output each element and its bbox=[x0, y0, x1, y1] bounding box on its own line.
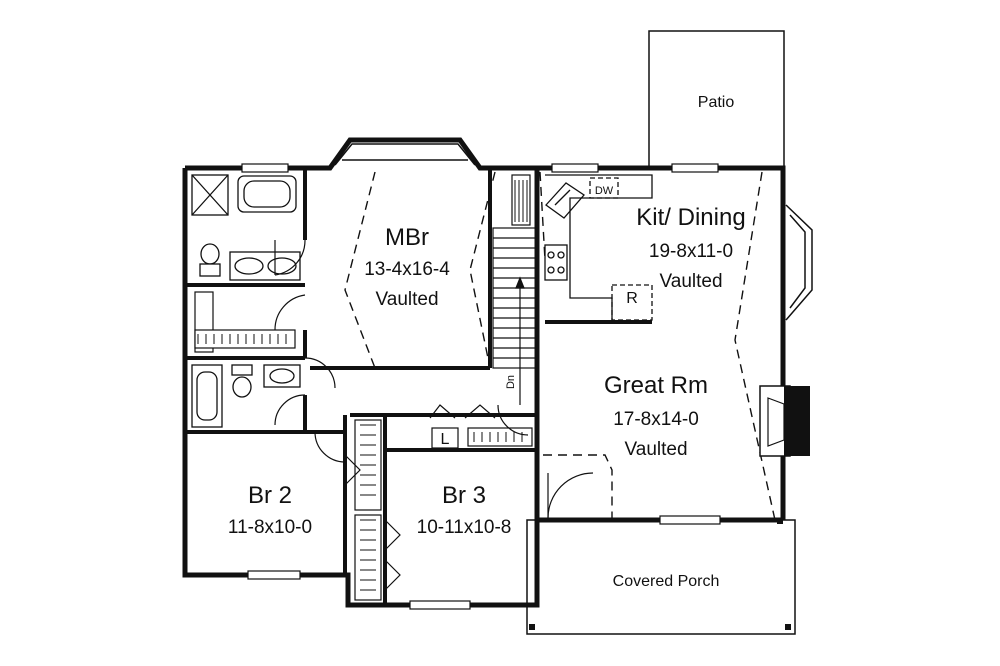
mbr-label: MBr bbox=[385, 224, 429, 251]
porch-label: Covered Porch bbox=[613, 573, 720, 590]
doors bbox=[274, 239, 594, 591]
stairs-down-label: Dn bbox=[505, 375, 517, 389]
closets bbox=[194, 174, 533, 601]
dishwasher-label: DW bbox=[595, 185, 614, 197]
windows bbox=[241, 163, 721, 610]
br3-label: Br 3 bbox=[442, 482, 486, 509]
linen-closet-label: L bbox=[441, 431, 450, 448]
patio-label: Patio bbox=[698, 94, 735, 111]
bay-window-mbr bbox=[334, 143, 476, 166]
bath-fixtures bbox=[191, 174, 301, 428]
great-room-note: Vaulted bbox=[624, 439, 687, 460]
fireplace bbox=[759, 385, 810, 457]
stairs bbox=[492, 227, 538, 405]
range-label: R bbox=[626, 290, 638, 307]
kitchen-size: 19-8x11-0 bbox=[649, 241, 733, 262]
br2-label: Br 2 bbox=[248, 482, 292, 509]
kitchen-label: Kit/ Dining bbox=[636, 204, 745, 231]
closet-hatching bbox=[197, 180, 528, 591]
br3-size: 10-11x10-8 bbox=[417, 517, 512, 538]
vault-lines bbox=[344, 171, 776, 521]
interior-walls bbox=[185, 168, 652, 605]
great-room-size: 17-8x14-0 bbox=[613, 409, 699, 430]
kitchen-cabinets bbox=[544, 174, 653, 322]
mbr-size: 13-4x16-4 bbox=[364, 259, 450, 280]
bay-window-kitchen bbox=[785, 204, 813, 321]
kitchen-note: Vaulted bbox=[659, 271, 722, 292]
br2-size: 11-8x10-0 bbox=[228, 517, 312, 538]
mbr-note: Vaulted bbox=[375, 289, 438, 310]
great-room-label: Great Rm bbox=[604, 372, 708, 399]
